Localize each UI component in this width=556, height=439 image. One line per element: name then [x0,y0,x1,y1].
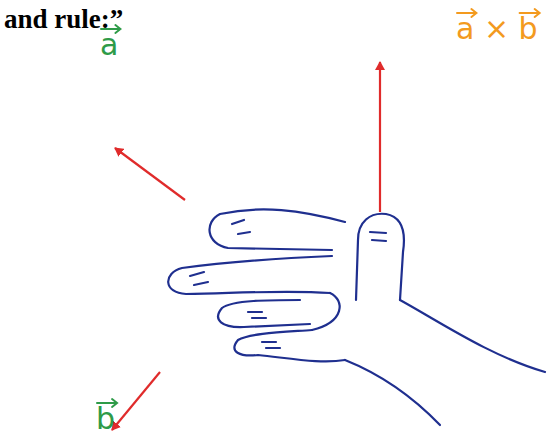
vector-label: a [100,30,118,60]
vector-arrows [112,62,380,430]
hand-outline [168,209,545,425]
cross-product-label: a × b [456,14,538,44]
vector-label: b [96,404,115,434]
